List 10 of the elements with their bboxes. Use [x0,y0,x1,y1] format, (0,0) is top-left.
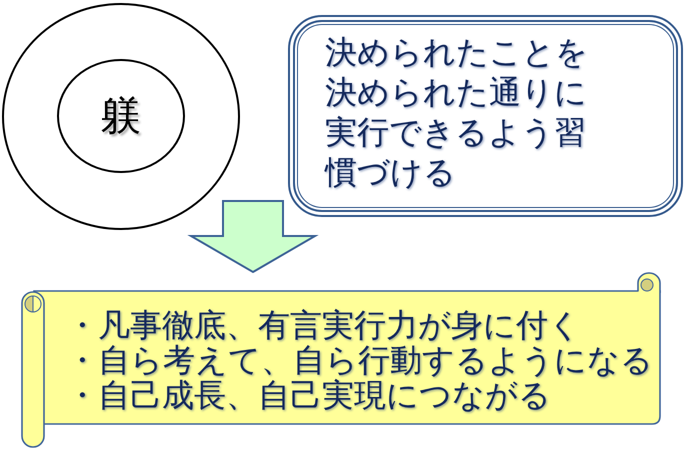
inner-circle [57,59,185,173]
down-arrow [187,200,319,274]
scroll-banner [20,272,663,449]
bullet-item: ・自ら考えて、自ら行動するようになる [66,342,653,378]
bullet-item: ・凡事徹底、有言実行力が身に付く [66,307,581,343]
circle-label: 躾 [101,93,141,139]
box-text: 決められたことを決められた通りに実行できるよう習慣づける [325,32,589,192]
rounded-box [288,15,683,217]
outer-circle [2,3,240,230]
bullet-item: ・自己成長、自己実現につながる [66,377,551,413]
